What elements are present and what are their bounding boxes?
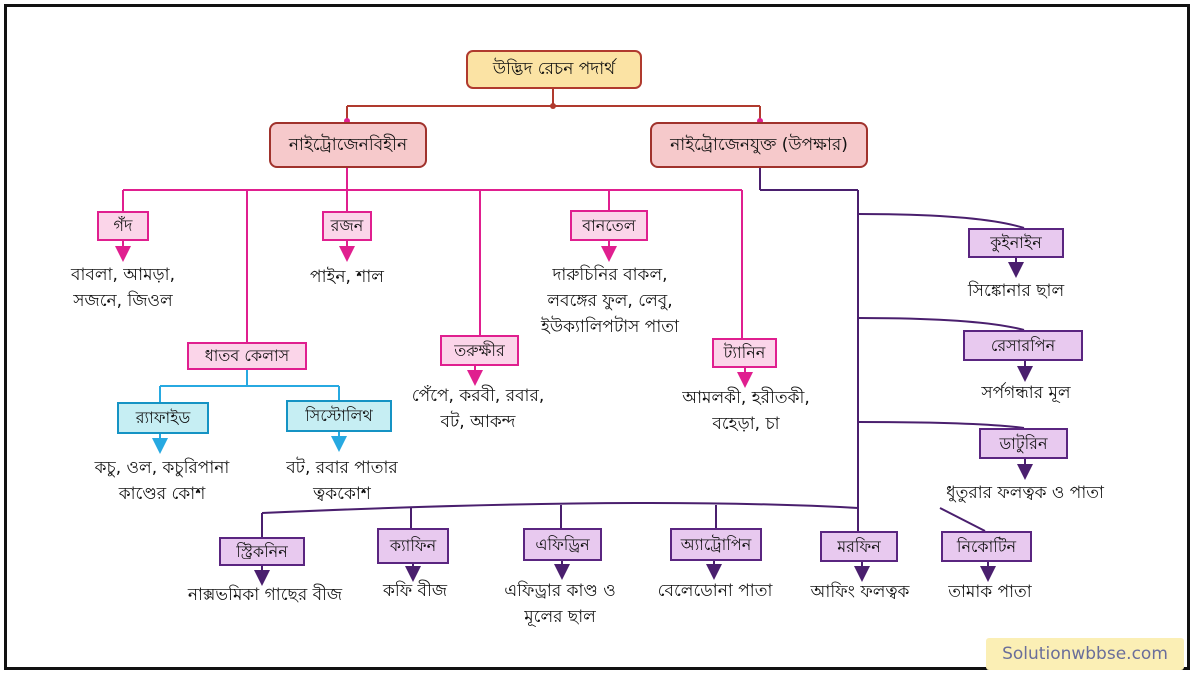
text-resin: পাইন, শাল (310, 267, 384, 287)
text-raphide: কচু, ওল, কচুরিপানাকাণ্ডের কোশ (94, 458, 230, 504)
label-reserpine: রেসারপিন (963, 330, 1083, 361)
label-mineral-crystal: ধাতব কেলাস (187, 342, 307, 370)
text-quinine: সিঙ্কোনার ছাল (967, 281, 1065, 301)
label-caffeine: ক্যাফিন (377, 528, 449, 564)
label-nicotine: নিকোটিন (941, 531, 1032, 562)
text-morphine: আফিং ফলত্বক (810, 582, 910, 602)
text-reserpine: সর্পগন্ধার মূল (981, 383, 1071, 403)
text-latex: পেঁপে, করবী, রবার,বট, আকন্দ (411, 386, 545, 432)
label-gum: গঁদ (97, 211, 149, 241)
label-daturine: ডাটুরিন (979, 428, 1068, 459)
label-quinine: কুইনাইন (968, 228, 1064, 258)
text-essential-oil: দারুচিনির বাকল,লবঙ্গের ফুল, লেবু,ইউক্যাল… (541, 265, 679, 337)
label-essential-oil: বানতেল (570, 210, 648, 241)
label-resin: রজন (322, 211, 372, 241)
label-atropine: অ্যাট্রোপিন (670, 528, 762, 561)
watermark: Solutionwbbse.com (986, 638, 1184, 670)
label-cystolith: সিস্টোলিথ (286, 400, 392, 432)
text-strychnine: নাক্সভমিকা গাছের বীজ (187, 585, 343, 605)
group-nitrogen: নাইট্রোজেনযুক্ত (উপক্ষার) (650, 122, 868, 168)
text-daturine: ধুতুরার ফলত্বক ও পাতা (946, 483, 1104, 503)
root-node: উদ্ভিদ রেচন পদার্থ (466, 50, 642, 89)
label-strychnine: স্ট্রিকনিন (219, 537, 305, 566)
label-raphide: র‍্যাফাইড (117, 402, 209, 434)
label-morphine: মরফিন (820, 531, 898, 562)
text-gum: বাবলা, আমড়া,সজনে, জিওল (71, 265, 175, 311)
text-nicotine: তামাক পাতা (948, 582, 1032, 602)
group-non-nitrogen: নাইট্রোজেনবিহীন (269, 122, 427, 168)
text-tannin: আমলকী, হরীতকী,বহেড়া, চা (682, 388, 810, 434)
label-tannin: ট্যানিন (712, 338, 777, 368)
text-atropine: বেলেডোনা পাতা (657, 581, 773, 601)
label-ephedrine: এফিড্রিন (523, 528, 602, 561)
label-latex: তরুক্ষীর (440, 335, 519, 366)
text-caffeine: কফি বীজ (382, 581, 448, 601)
